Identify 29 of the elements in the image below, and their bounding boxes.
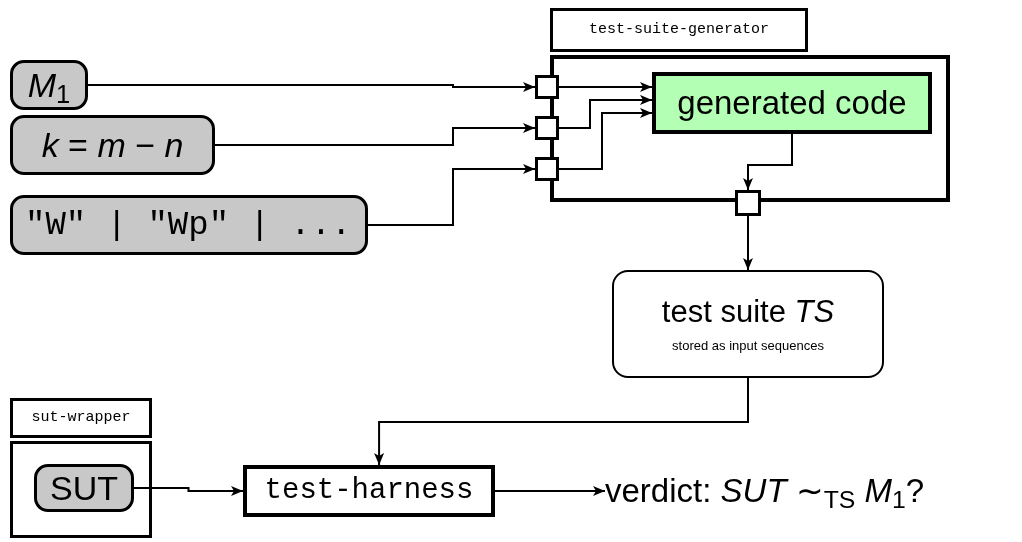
arrow [494,486,606,496]
port-square [535,75,559,99]
result-box [612,270,884,378]
arrow [558,94,653,129]
module-container [550,8,950,202]
port-square [535,157,559,181]
module-container [10,398,152,538]
arrow [367,164,536,226]
module-label: test-suite-generator [550,8,808,52]
arrow [87,82,536,92]
arrow [374,377,749,466]
arrow [743,133,793,191]
arrow [743,215,753,271]
module-label: sut-wrapper [10,398,152,438]
arrow [558,82,653,92]
code-box: generated code [652,72,932,134]
input-box: k = m − n [10,115,215,175]
port-square [735,190,761,216]
box-subtitle: stored as input sequences [672,339,824,352]
input-box: M$_{1}$ [10,60,88,110]
box-title: test suite TS [661,296,835,327]
arrow [558,107,653,170]
input-box: SUT [34,464,134,512]
verdict-text: verdict: SUT ∼$_{TS}$ M$_{1}$? [605,462,1017,520]
arrow [214,123,536,146]
arrow [133,486,244,496]
input-box: "W" | "Wp" | ... [10,195,368,255]
port-square [535,116,559,140]
process-box: test-harness [243,465,495,517]
